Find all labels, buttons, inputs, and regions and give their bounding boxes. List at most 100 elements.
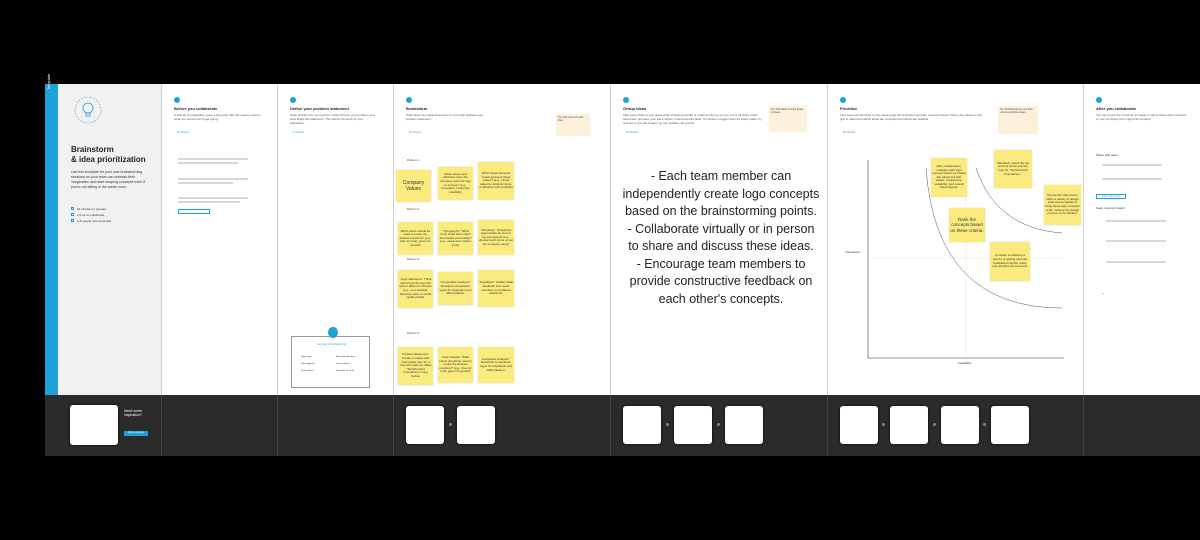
frame-description: You can export the mural as an image or … (1096, 113, 1187, 121)
step-thumbnail[interactable] (725, 406, 763, 444)
open-example-button[interactable]: Open example (124, 431, 148, 436)
sticky-note[interactable]: "Logo Variations:" Think about how the l… (398, 270, 433, 308)
sticky-note[interactable]: Problem Statement: Create a unique and m… (398, 347, 433, 385)
step-thumbnail[interactable] (674, 406, 712, 444)
rule-item: Defer judgment (301, 363, 315, 365)
template-button[interactable] (178, 209, 210, 214)
divider (610, 395, 611, 456)
share-item (1102, 178, 1162, 180)
frame-after-collaborate: After you collaborate You can export the… (1083, 84, 1200, 395)
person-label: Person 2 (407, 207, 420, 211)
sticky-note[interactable]: Consider conducting a survey or getting … (990, 242, 1030, 281)
intro-title-2: & idea prioritization (71, 155, 146, 164)
sticky-note[interactable]: What colors should be used to evoke the … (398, 222, 433, 255)
arrow-icon (933, 423, 936, 426)
inspiration-label: Need some inspiration? (124, 409, 142, 417)
step-number-2 (290, 97, 296, 103)
rule-item: Encourage wild ideas (336, 356, 356, 358)
divider (827, 395, 828, 456)
rule-item: If possible, be visual (336, 370, 355, 372)
step-thumbnail[interactable] (890, 406, 928, 444)
sticky-note[interactable]: Remember that Canva offers a variety of … (1044, 185, 1081, 225)
frame-title: Define your problem statement (290, 106, 349, 111)
step-number-4 (623, 97, 629, 103)
frame-problem-statement: Define your problem statement What probl… (277, 84, 393, 395)
lightbulb-icon (74, 96, 102, 124)
arrow-icon (449, 423, 452, 426)
frame-brainstorm: Brainstorm Write down any ideas that com… (393, 84, 610, 395)
step-thumbnail[interactable] (840, 406, 878, 444)
step-thumbnail[interactable] (991, 406, 1029, 444)
tip-note: Tip: Participants can use their votes to… (998, 106, 1038, 134)
intro-meta-dot-2 (71, 213, 74, 216)
frame-description: Your team should all be on the same page… (840, 113, 982, 121)
person-label: Person 4 (407, 331, 420, 335)
sticky-note[interactable]: What values and attributes does the comp… (438, 167, 473, 200)
priority-grid (867, 160, 1064, 359)
intro-meta-1: 30 minutes to prepare (77, 207, 107, 211)
checklist-item (178, 178, 248, 180)
y-axis-label: Importance (845, 250, 861, 254)
intro-panel: Brainstorm & idea prioritization Use thi… (58, 84, 161, 395)
divider (1083, 395, 1084, 456)
timer-link[interactable]: 5 minutes (293, 131, 304, 134)
arrow-icon (882, 423, 885, 426)
frame-title: Before you collaborate (174, 106, 218, 111)
frame-description: What problem are you trying to solve? Fr… (290, 113, 375, 125)
checklist-item (178, 162, 238, 164)
frame-before-collaborate: Before you collaborate A little bit of p… (161, 84, 277, 395)
example-thumbnail[interactable] (70, 405, 118, 445)
step-thumbnail[interactable] (406, 406, 444, 444)
tip-note: Tip: Add labels to each group of ideas. (769, 106, 807, 132)
step-thumbnail[interactable] (457, 406, 495, 444)
step-number-6 (1096, 97, 1102, 103)
intro-meta-2: 1 hour to collaborate (77, 213, 105, 217)
intro-meta-3: 2-8 people recommended (77, 219, 112, 223)
group-ideas-text: - Each team member can independently cre… (622, 169, 820, 306)
template-sidebar-tab[interactable]: Template (45, 74, 58, 395)
sticky-note[interactable]: "Typography:" What fonts could best matc… (438, 222, 473, 255)
sticky-note[interactable]: Color Palette:" What colors should be us… (438, 347, 473, 383)
sticky-note[interactable]: "Competitive Analysis:" Research competi… (438, 272, 473, 305)
frame-title: Prioritize (840, 106, 858, 111)
frame-title: Group ideas (623, 106, 647, 111)
sticky-note[interactable]: Company Values (396, 170, 431, 202)
rule-item: Stay in topic (301, 356, 312, 358)
divider (277, 395, 278, 456)
brainstorm-rules-box: Key rules of brainstorming Stay in topic… (291, 327, 370, 388)
sticky-note[interactable]: Ultimately, select the top concept as th… (994, 150, 1032, 188)
intro-body: Use this template for your own brainstor… (71, 170, 145, 189)
resource-item (1106, 240, 1166, 242)
rule-item: Go for volume (301, 370, 314, 372)
arrow-icon (717, 423, 720, 426)
sticky-note[interactable]: Rank the concepts based on these criteri… (949, 208, 985, 242)
timer-link[interactable]: 10 minutes (409, 131, 422, 134)
divider (393, 395, 394, 456)
frame-description: A little bit of preparation goes a long … (174, 113, 261, 121)
share-feedback-link[interactable]: ◂ (1102, 292, 1104, 295)
frame-prioritize: Prioritize Your team should all be on th… (827, 84, 1083, 395)
step-number-1 (174, 97, 180, 103)
sticky-note[interactable]: "Feedback:" Gather initial feedback from… (478, 270, 514, 307)
step-number-3 (406, 97, 412, 103)
step-thumbnail[interactable] (941, 406, 979, 444)
sticky-note[interactable]: "Simplicity:" Should the logo include an… (478, 220, 514, 255)
intro-title-1: Brainstorm (71, 145, 114, 154)
rules-icon (328, 327, 338, 338)
sticky-note[interactable]: After collaboration, evaluate each logo … (931, 158, 967, 197)
checklist-item (178, 158, 248, 160)
intro-meta-dot-3 (71, 219, 74, 222)
step-thumbnail[interactable] (623, 406, 661, 444)
timer-link[interactable]: 20 minutes (626, 131, 639, 134)
sticky-note[interactable]: What visual elements could represent the… (478, 162, 514, 200)
sticky-note[interactable]: Competitor Analysis:" Research competito… (478, 347, 514, 383)
resource-item (1106, 220, 1166, 222)
rules-title: Key rules of brainstorming (316, 343, 347, 346)
x-axis-label: Feasibility (958, 361, 972, 365)
timer-link[interactable]: 20 minutes (843, 131, 856, 134)
person-label: Person 1 (407, 158, 420, 162)
arrow-icon (666, 423, 669, 426)
checklist-item (178, 197, 248, 199)
export-button[interactable]: Export this mural (1096, 194, 1126, 199)
timer-link[interactable]: 10 minutes (177, 131, 190, 134)
